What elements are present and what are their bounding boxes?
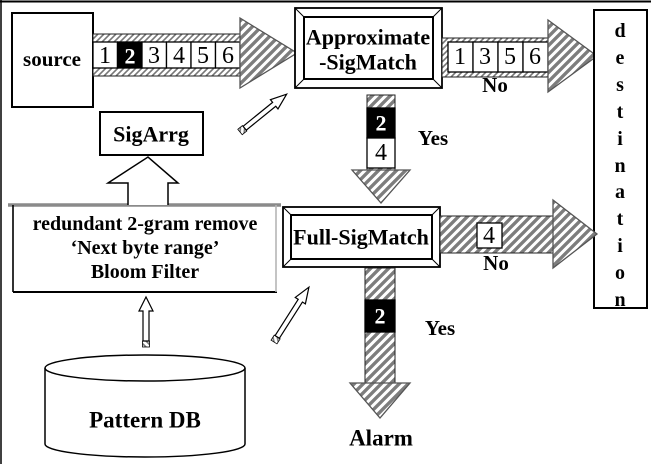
preprocess-box: redundant 2-gram remove ‘Next byte range… [8, 203, 281, 293]
packet-cell-5-label: 5 [197, 43, 209, 69]
approx-no-label: No [482, 73, 508, 97]
approx-inner-frame [303, 16, 434, 80]
source-label: source [23, 47, 81, 71]
arrowhead-right-icon [552, 198, 599, 270]
full-inner-frame [290, 214, 433, 260]
packet-cell-2-label: 2 [125, 44, 136, 69]
arrowhead-right-icon [547, 18, 599, 94]
approx-no-cell-5-label: 5 [504, 44, 516, 70]
pencil-body [274, 285, 310, 340]
arrowhead-down-icon [350, 169, 412, 204]
packet-cell-1-label: 1 [99, 43, 111, 69]
approx-yes-cell-2-label: 2 [376, 111, 387, 136]
approx-no-cell-3 [472, 41, 499, 73]
pencil-nib [142, 340, 150, 348]
pattern-db-cylinder: Pattern DB [44, 354, 246, 458]
full-outer-frame [282, 206, 441, 268]
packet-cell-4-label: 4 [173, 43, 185, 69]
approx-no-arrow: 1 3 5 6 No [441, 18, 599, 97]
approx-no-cell-5 [497, 41, 524, 73]
sigarrg-to-approx-arrow-icon [237, 93, 288, 136]
destination-frame [593, 9, 648, 309]
packet-cell-3-label: 3 [148, 43, 160, 69]
preprocess-line1: redundant 2-gram remove [33, 213, 258, 235]
approx-yes-arrow: 2 4 Yes [350, 94, 448, 204]
packet-cell-3 [141, 41, 168, 69]
pencil-body [242, 93, 288, 132]
approx-no-cell-6-label: 6 [529, 44, 541, 70]
approx-bevel-lines [294, 7, 443, 89]
full-yes-cell-2-highlighted [364, 299, 396, 333]
approx-outer-frame [294, 7, 443, 89]
destination-letter: i [617, 235, 623, 257]
approx-no-cell-1-label: 1 [454, 44, 466, 70]
alarm-label: Alarm [349, 426, 413, 451]
upward-block-arrow-icon [105, 156, 181, 205]
approx-yes-cell-4-label: 4 [375, 140, 387, 166]
full-sigmatch-label: Full-SigMatch [293, 225, 429, 250]
destination-letter: e [616, 47, 625, 69]
destination-letter: a [615, 181, 625, 203]
destination-box: d e s t i n a t i o n [593, 9, 648, 311]
preprocess-line3: Bloom Filter [91, 261, 199, 283]
full-bevel-lines [282, 206, 441, 268]
db-to-preprocess-arrow-icon [138, 295, 154, 348]
full-no-cell-4-label: 4 [483, 223, 495, 249]
packet-cell-1 [92, 41, 119, 69]
full-sigmatch-box: Full-SigMatch [282, 206, 441, 268]
destination-letter: d [614, 20, 625, 42]
packet-cell-5 [190, 41, 217, 69]
full-yes-label: Yes [425, 316, 455, 340]
cylinder-top [44, 354, 246, 382]
destination-letter: t [617, 208, 624, 230]
full-no-arrow: 4 No [439, 198, 599, 275]
approx-no-cell-6 [522, 41, 549, 73]
destination-letter: t [617, 101, 624, 123]
approx-no-cell-3-label: 3 [479, 44, 491, 70]
pencil-body [138, 295, 154, 342]
destination-letter: n [614, 289, 625, 311]
destination-letter: i [617, 128, 623, 150]
preprocess-fill [13, 205, 277, 292]
destination-letter: s [616, 74, 624, 96]
packet-cell-6-label: 6 [222, 43, 234, 69]
pattern-db-label: Pattern DB [89, 408, 201, 433]
destination-letter: n [614, 155, 625, 177]
arrowhead-right-icon [239, 16, 299, 90]
approx-yes-cell-4 [366, 137, 396, 169]
preprocess-line2: ‘Next byte range’ [71, 237, 220, 259]
approx-label-line1: Approximate [306, 25, 430, 50]
full-no-cell-4 [476, 222, 503, 249]
approx-label-line2: -SigMatch [319, 50, 417, 75]
full-yes-cell-2-label: 2 [375, 304, 386, 329]
sigarrg-frame [99, 111, 204, 156]
sigarrg-label: SigArrg [113, 122, 189, 147]
approx-sigmatch-box: Approximate -SigMatch [294, 7, 443, 89]
source-box: source [11, 12, 94, 108]
destination-letter: o [615, 262, 625, 284]
sigarrg-box: SigArrg [99, 111, 204, 156]
full-yes-arrow: 2 Yes [348, 267, 455, 419]
input-packet-stream-arrow: 1 2 3 4 5 6 [92, 16, 299, 90]
cylinder-body [44, 368, 246, 458]
arrowhead-down-icon [348, 382, 412, 419]
full-no-label: No [483, 251, 509, 275]
bloom-to-full-arrow-icon [270, 285, 310, 345]
approx-yes-label: Yes [418, 126, 448, 150]
